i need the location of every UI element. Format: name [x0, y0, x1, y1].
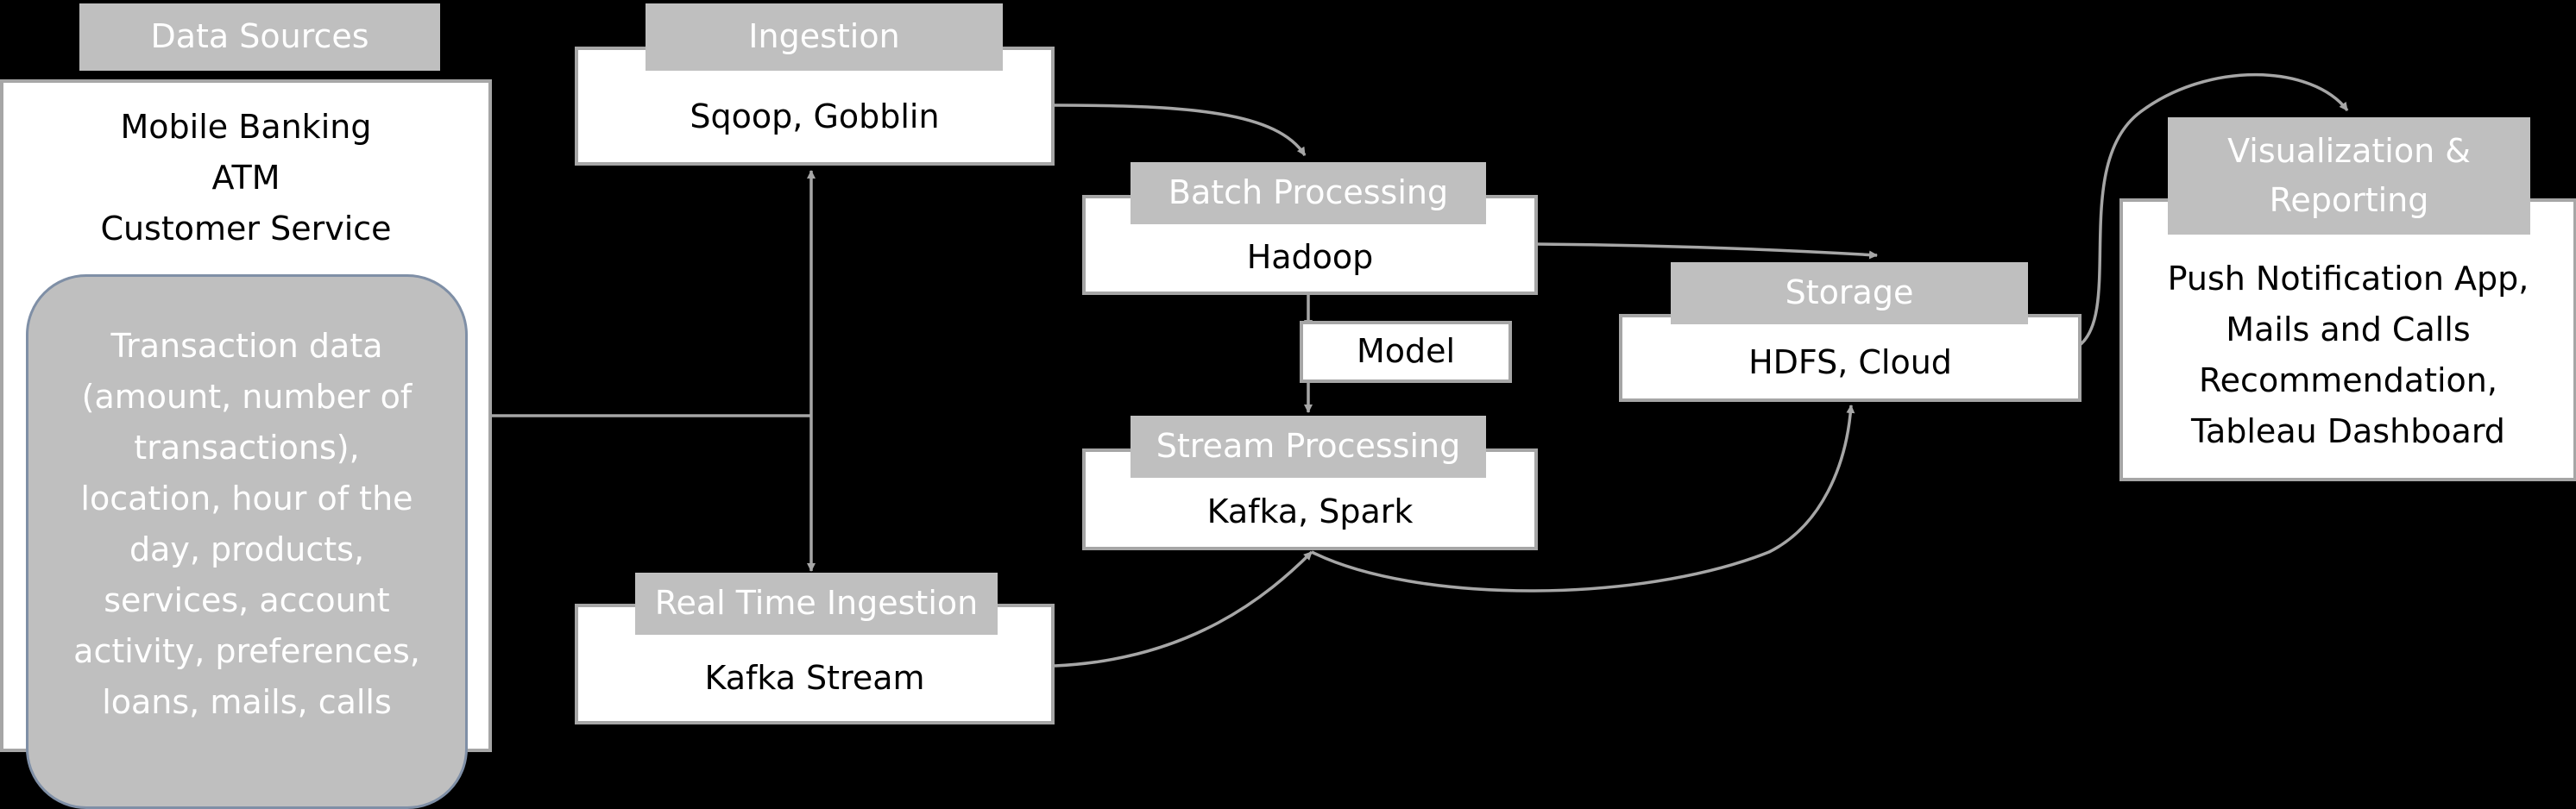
- stream-processing-label: Stream Processing: [1131, 416, 1486, 478]
- stream-processing-text: Kafka, Spark: [1206, 492, 1414, 531]
- realtime-ingestion-text: Kafka Stream: [704, 659, 925, 698]
- visualization-label-line2: Reporting: [2269, 181, 2429, 219]
- visualization-label: Visualization & Reporting: [2168, 117, 2530, 235]
- detail-line: (amount, number of: [81, 378, 413, 417]
- connector-stream-storage: [1311, 404, 1855, 593]
- data-sources-line2: ATM: [211, 158, 280, 197]
- detail-line: location, hour of the: [80, 480, 413, 518]
- visualization-label-line1: Visualization &: [2227, 132, 2471, 170]
- data-sources-line3: Customer Service: [100, 209, 392, 248]
- data-sources-label: Data Sources: [79, 3, 440, 71]
- storage-text: HDFS, Cloud: [1748, 343, 1952, 382]
- viz-line: Mails and Calls: [2226, 310, 2471, 349]
- connector-storage-viz: [2078, 72, 2349, 347]
- detail-line: transactions),: [134, 429, 360, 467]
- viz-line: Recommendation,: [2198, 361, 2497, 399]
- viz-line: Tableau Dashboard: [2191, 411, 2505, 450]
- detail-line: day, products,: [129, 530, 365, 568]
- detail-line: Transaction data: [110, 327, 383, 366]
- data-sources-line1: Mobile Banking: [120, 108, 372, 146]
- storage-box: HDFS, Cloud: [1619, 314, 2082, 402]
- realtime-ingestion-label: Real Time Ingestion: [635, 573, 998, 635]
- batch-processing-label: Batch Processing: [1131, 162, 1486, 224]
- data-sources-channels: Mobile Banking ATM Customer Service: [100, 102, 391, 254]
- detail-line: activity, preferences,: [73, 631, 420, 670]
- connector-ingestion-batch: [1054, 103, 1307, 156]
- connector-realtime-stream: [1054, 550, 1313, 668]
- visualization-box: Push Notification App, Mails and Calls R…: [2119, 198, 2576, 481]
- connector-batch-storage: [1535, 242, 1878, 260]
- batch-processing-text: Hadoop: [1246, 238, 1374, 277]
- transaction-data-box: Transaction data (amount, number of tran…: [26, 274, 468, 809]
- ingestion-text: Sqoop, Gobblin: [690, 97, 940, 136]
- storage-label: Storage: [1671, 262, 2028, 324]
- detail-line: loans, mails, calls: [102, 682, 392, 721]
- model-text: Model: [1356, 332, 1456, 371]
- model-box: Model: [1300, 321, 1512, 383]
- viz-line: Push Notification App,: [2167, 260, 2529, 298]
- transaction-data-text: Transaction data (amount, number of tran…: [73, 321, 420, 727]
- detail-line: services, account: [104, 580, 390, 619]
- ingestion-label: Ingestion: [646, 3, 1003, 71]
- visualization-text: Push Notification App, Mails and Calls R…: [2168, 254, 2529, 457]
